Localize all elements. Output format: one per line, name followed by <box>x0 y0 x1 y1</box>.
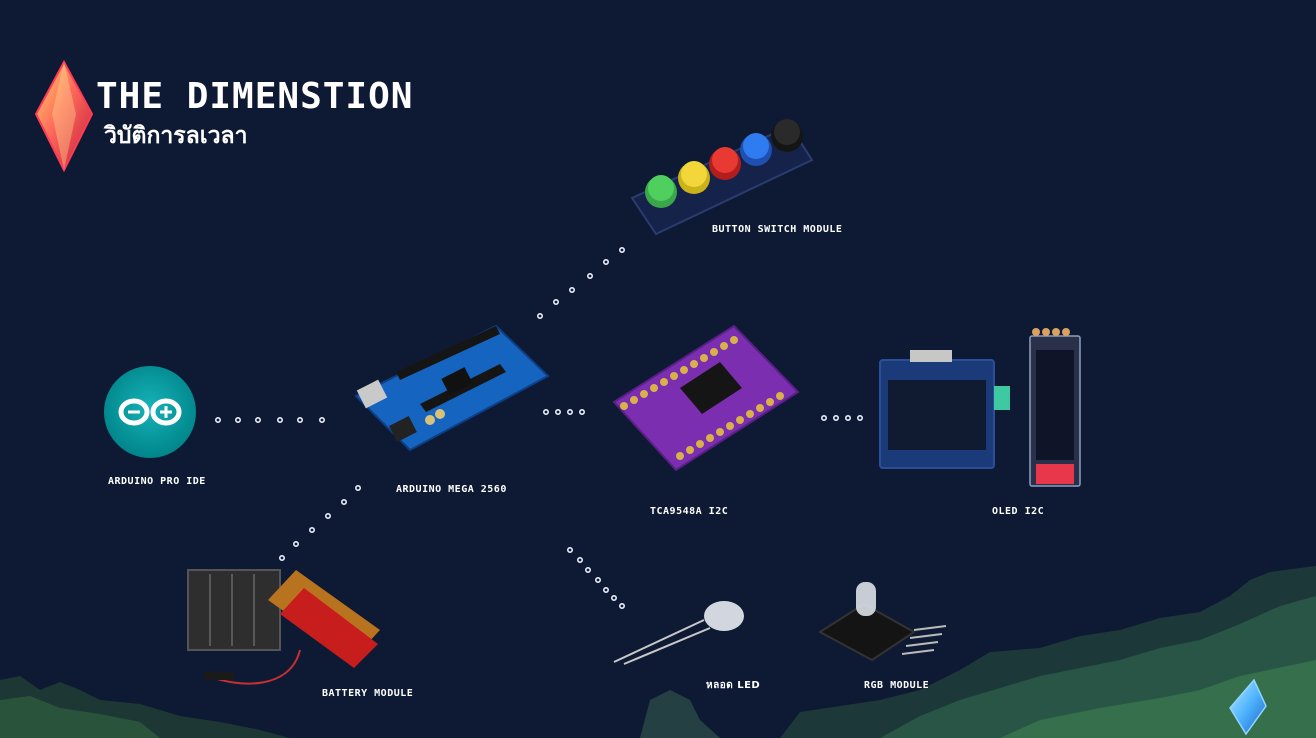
logo-gem-icon <box>34 59 94 173</box>
button-switch-module <box>630 119 814 236</box>
label-battery: BATTERY MODULE <box>322 688 414 699</box>
page-subtitle: วิบัติการลเวลา <box>104 123 248 149</box>
rgb-module <box>818 582 947 662</box>
connector-mega-led <box>566 546 625 609</box>
connector-mega-buttons <box>536 247 625 319</box>
label-oled: OLED I2C <box>992 506 1045 517</box>
label-button-switch: BUTTON SWITCH MODULE <box>712 224 843 235</box>
connector-mux-oled <box>820 414 863 421</box>
connector-ide-mega <box>215 416 325 423</box>
connector-mega-battery <box>278 484 361 561</box>
label-arduino-mega: ARDUINO MEGA 2560 <box>396 484 507 495</box>
label-led: หลอด LED <box>706 680 761 691</box>
pixel-terrain <box>0 566 1316 738</box>
oled-modules <box>879 328 1081 487</box>
page-title: THE DIMENSTION <box>96 76 414 117</box>
blue-gem-icon <box>1229 678 1267 736</box>
connector-mega-mux <box>542 408 585 415</box>
label-arduino-ide: ARDUINO PRO IDE <box>108 476 206 487</box>
label-tca9548a: TCA9548A I2C <box>650 506 729 517</box>
arduino-ide-logo <box>104 366 196 458</box>
led-bulb <box>613 601 744 665</box>
label-rgb: RGB MODULE <box>864 680 930 691</box>
battery-module <box>187 569 380 685</box>
tca9548a-board <box>612 324 800 472</box>
arduino-mega-board <box>354 324 550 452</box>
